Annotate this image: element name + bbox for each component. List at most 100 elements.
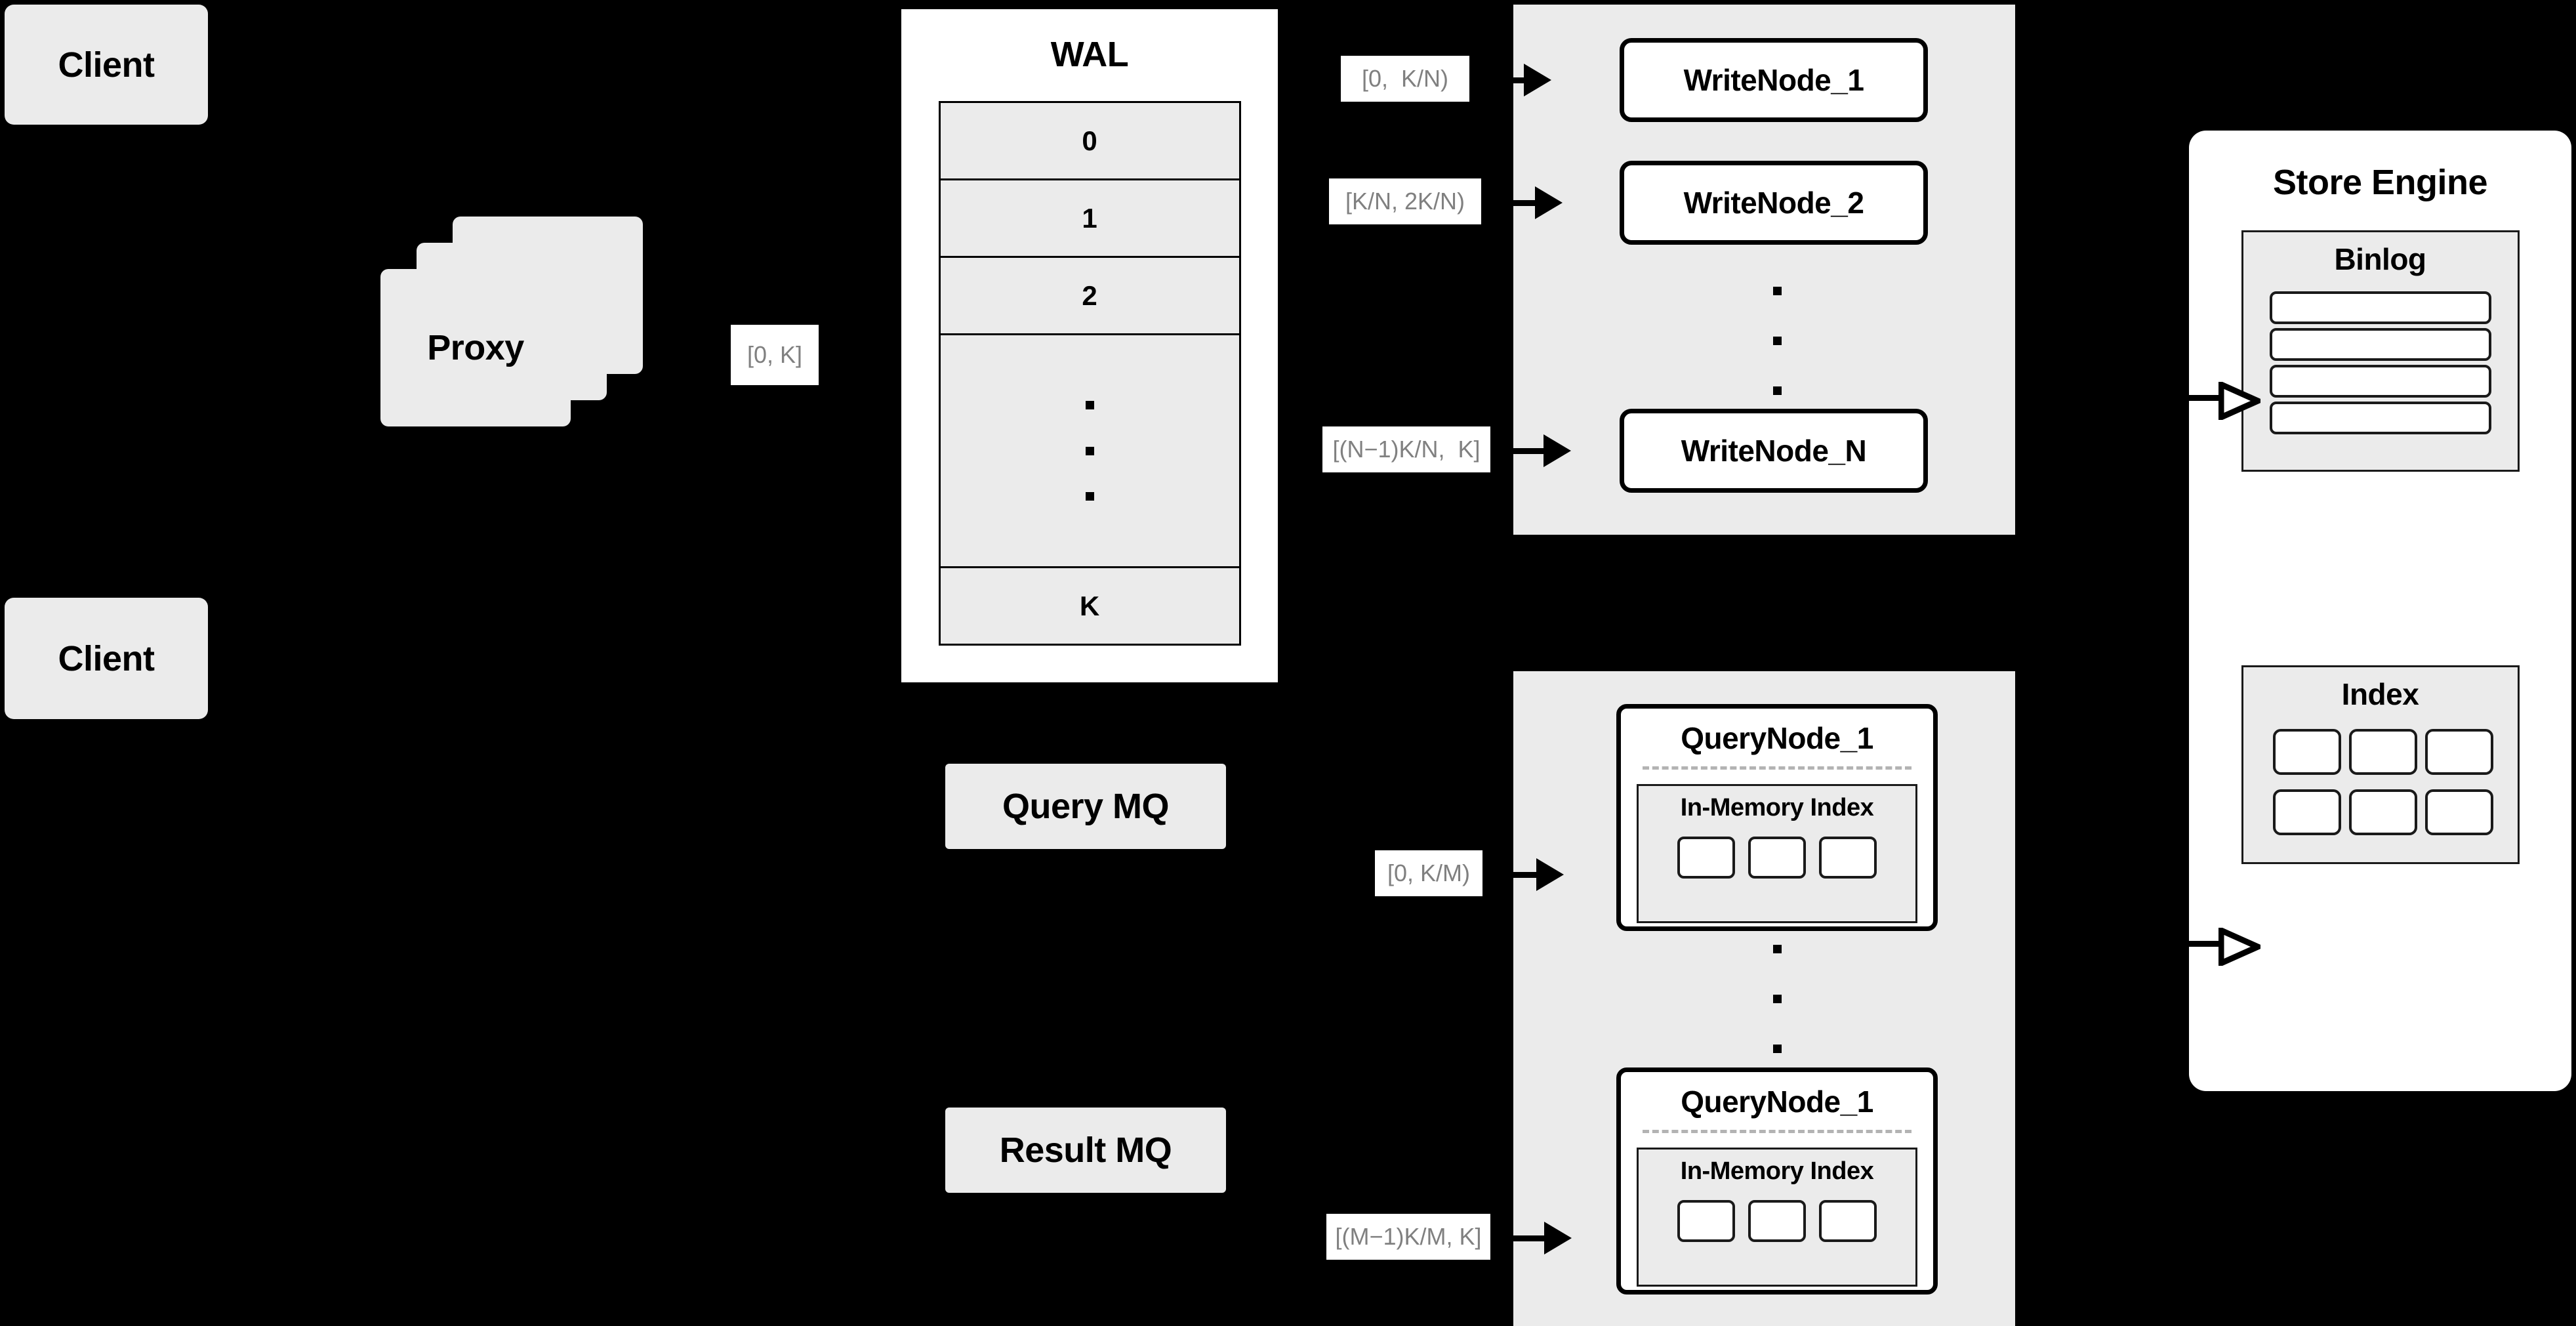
index-cell[interactable] xyxy=(2424,729,2493,775)
write-cluster-vertical-ellipsis xyxy=(1770,287,1784,395)
write-node-n-range-label: [(N−1)K/N, K] xyxy=(1322,426,1490,472)
query-node-m-divider xyxy=(1643,1130,1912,1133)
query-node-1-range-label: [0, K/M) xyxy=(1375,850,1482,896)
query-node-1[interactable]: QueryNode_1 In-Memory Index xyxy=(1616,704,1938,931)
in-memory-index-label-1: In-Memory Index xyxy=(1680,794,1874,821)
binlog-bars xyxy=(2269,291,2491,434)
arrow-head xyxy=(1544,434,1571,467)
ellipsis-dot xyxy=(1772,386,1782,395)
index-cell[interactable] xyxy=(1819,1200,1877,1242)
result-mq-box[interactable]: Result MQ xyxy=(945,1108,1226,1193)
arrow-head-hollow xyxy=(2218,928,2260,966)
query-cluster-vertical-ellipsis xyxy=(1770,945,1784,1053)
index-cell[interactable] xyxy=(2272,789,2341,835)
ellipsis-dot xyxy=(1772,995,1782,1003)
arrow-shaft xyxy=(2182,395,2222,401)
result-mq-label: Result MQ xyxy=(999,1130,1172,1170)
ellipsis-dot xyxy=(1085,492,1094,501)
store-engine-title: Store Engine xyxy=(2272,163,2488,202)
ellipsis-dot xyxy=(1772,337,1782,345)
binlog-bar[interactable] xyxy=(2269,402,2491,434)
index-cell[interactable] xyxy=(1677,1200,1735,1242)
proxy-stack[interactable]: Proxy xyxy=(380,217,682,426)
index-inbound-arrow xyxy=(2182,925,2263,966)
arrow-head xyxy=(1524,64,1551,96)
binlog-panel: Binlog xyxy=(2241,230,2520,472)
wal-row-ellipsis xyxy=(940,335,1239,568)
ellipsis-dot xyxy=(1772,945,1782,953)
in-memory-index-cells-1 xyxy=(1677,837,1877,879)
wal-title: WAL xyxy=(1050,35,1129,74)
index-grid xyxy=(2272,729,2493,835)
arrow-head xyxy=(1544,1222,1572,1254)
in-memory-index-cells-2 xyxy=(1677,1200,1877,1242)
proxy-output-range-label: [0, K] xyxy=(731,325,819,385)
ellipsis-dot xyxy=(1772,287,1782,295)
write-node-2-range-label: [K/N, 2K/N) xyxy=(1329,178,1481,224)
arrow-shaft xyxy=(1492,447,1544,454)
wal-table: 0 1 2 K xyxy=(938,101,1241,646)
arrow-head-hollow xyxy=(2218,382,2260,420)
index-cell[interactable] xyxy=(2424,789,2493,835)
ellipsis-dot xyxy=(1085,401,1094,409)
index-cell[interactable] xyxy=(1748,837,1806,879)
query-node-m-in-memory-index: In-Memory Index xyxy=(1637,1148,1917,1287)
index-cell[interactable] xyxy=(2348,789,2417,835)
client-label-2: Client xyxy=(58,638,155,678)
arrow-head xyxy=(1535,186,1563,219)
index-cell[interactable] xyxy=(1748,1200,1806,1242)
arrow-head xyxy=(1536,858,1564,891)
index-cell[interactable] xyxy=(2272,729,2341,775)
query-mq-label: Query MQ xyxy=(1002,787,1170,826)
store-engine-panel: Store Engine Binlog Index xyxy=(2189,131,2571,1091)
index-cell[interactable] xyxy=(1819,837,1877,879)
write-node-1-range-label: [0, K/N) xyxy=(1341,56,1469,102)
wal-vertical-ellipsis xyxy=(1085,401,1094,501)
binlog-title: Binlog xyxy=(2334,242,2426,276)
write-node-n-label: WriteNode_N xyxy=(1681,434,1867,468)
write-node-1-arrow xyxy=(1473,64,1551,96)
query-node-1-divider xyxy=(1643,766,1912,770)
query-node-1-in-memory-index: In-Memory Index xyxy=(1637,784,1917,923)
arrow-shaft xyxy=(1473,77,1524,83)
ellipsis-dot xyxy=(1085,446,1094,455)
wal-row[interactable]: 2 xyxy=(940,258,1239,335)
index-panel: Index xyxy=(2241,665,2520,864)
in-memory-index-label-2: In-Memory Index xyxy=(1680,1157,1874,1185)
query-mq-box[interactable]: Query MQ xyxy=(945,764,1226,849)
binlog-bar[interactable] xyxy=(2269,291,2491,324)
index-cell[interactable] xyxy=(1677,837,1735,879)
query-node-1-arrow xyxy=(1485,858,1564,891)
binlog-bar[interactable] xyxy=(2269,328,2491,361)
index-cell[interactable] xyxy=(2348,729,2417,775)
write-node-2-arrow xyxy=(1484,186,1563,219)
query-node-1-label: QueryNode_1 xyxy=(1681,721,1873,755)
index-title: Index xyxy=(2341,677,2419,711)
wal-row[interactable]: 0 xyxy=(940,103,1239,180)
write-node-2[interactable]: WriteNode_2 xyxy=(1620,161,1928,245)
ellipsis-dot xyxy=(1772,1045,1782,1053)
query-node-m-range-label: [(M−1)K/M, K] xyxy=(1326,1214,1490,1260)
wal-panel: WAL 0 1 2 K xyxy=(897,5,1282,687)
write-node-2-label: WriteNode_2 xyxy=(1683,186,1864,220)
arrow-shaft xyxy=(1493,1235,1544,1241)
client-box-2[interactable]: Client xyxy=(5,598,208,719)
arrow-shaft xyxy=(1485,871,1536,878)
binlog-bar[interactable] xyxy=(2269,365,2491,398)
query-node-m-label: QueryNode_1 xyxy=(1681,1085,1873,1119)
wal-row[interactable]: K xyxy=(940,568,1239,644)
write-node-n-arrow xyxy=(1492,434,1571,467)
write-node-1[interactable]: WriteNode_1 xyxy=(1620,38,1928,122)
client-box-1[interactable]: Client xyxy=(5,5,208,125)
write-node-1-label: WriteNode_1 xyxy=(1683,63,1864,97)
proxy-label: Proxy xyxy=(427,328,524,367)
binlog-inbound-arrow xyxy=(2182,379,2263,420)
query-node-m-arrow xyxy=(1493,1222,1572,1254)
arrow-shaft xyxy=(1484,199,1535,206)
wal-row[interactable]: 1 xyxy=(940,180,1239,258)
write-node-n[interactable]: WriteNode_N xyxy=(1620,409,1928,493)
proxy-box[interactable]: Proxy xyxy=(380,269,571,426)
client-label-1: Client xyxy=(58,45,155,85)
query-node-m[interactable]: QueryNode_1 In-Memory Index xyxy=(1616,1067,1938,1295)
